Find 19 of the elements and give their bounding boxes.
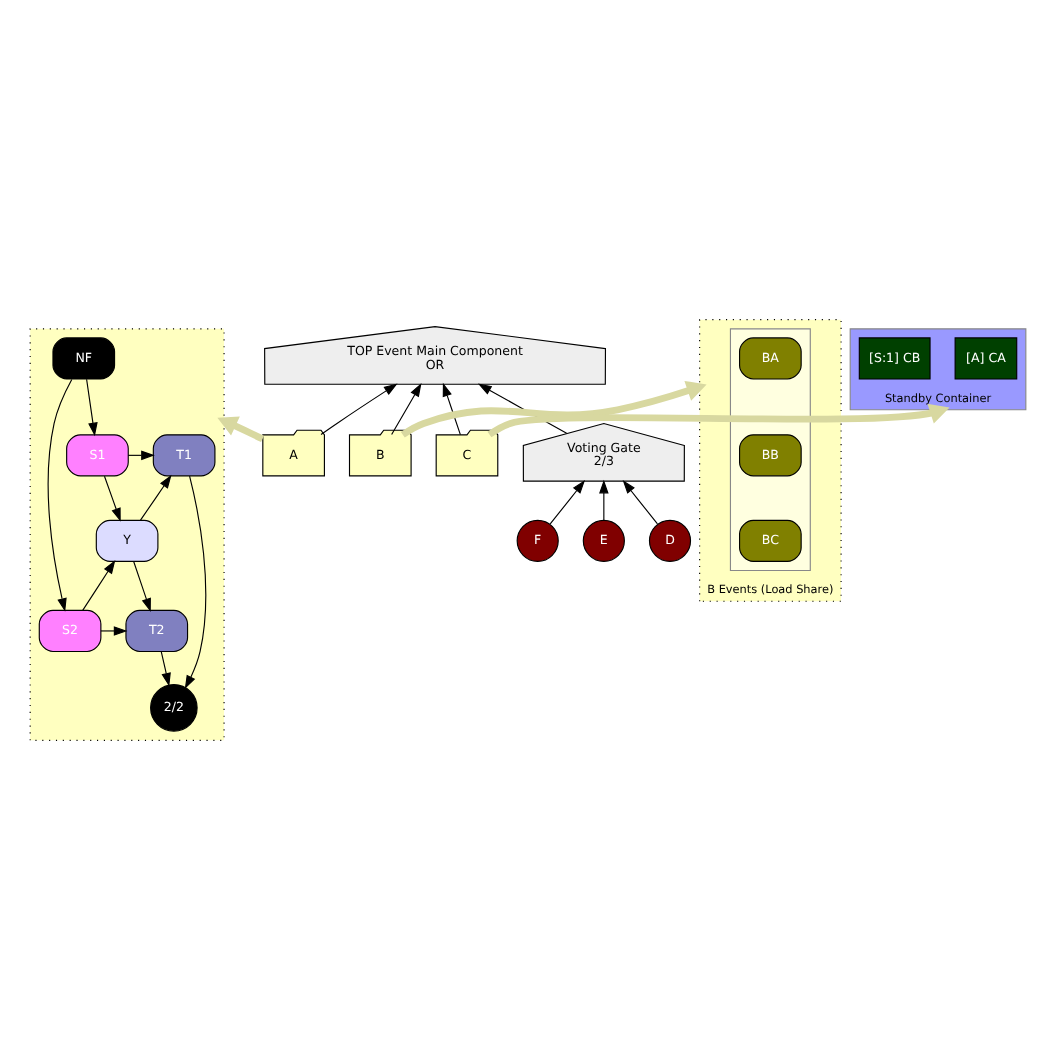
- cluster: [729, 328, 811, 572]
- arrow: [133, 560, 151, 612]
- arrow: [100, 626, 128, 636]
- arrow: [487, 403, 950, 438]
- arrow: [217, 416, 264, 443]
- cluster: [29, 328, 225, 741]
- arrow: [320, 383, 398, 436]
- arrow: [86, 378, 98, 437]
- arrow: [599, 479, 609, 521]
- arrow: [622, 480, 659, 525]
- arrow: [184, 475, 207, 690]
- arrow: [82, 560, 116, 611]
- arrow: [139, 474, 172, 521]
- arrow: [160, 651, 171, 687]
- arrow: [442, 382, 461, 436]
- arrow: [391, 382, 422, 436]
- arrow: [549, 480, 586, 525]
- arrow: [103, 475, 121, 522]
- arrow: [47, 378, 73, 612]
